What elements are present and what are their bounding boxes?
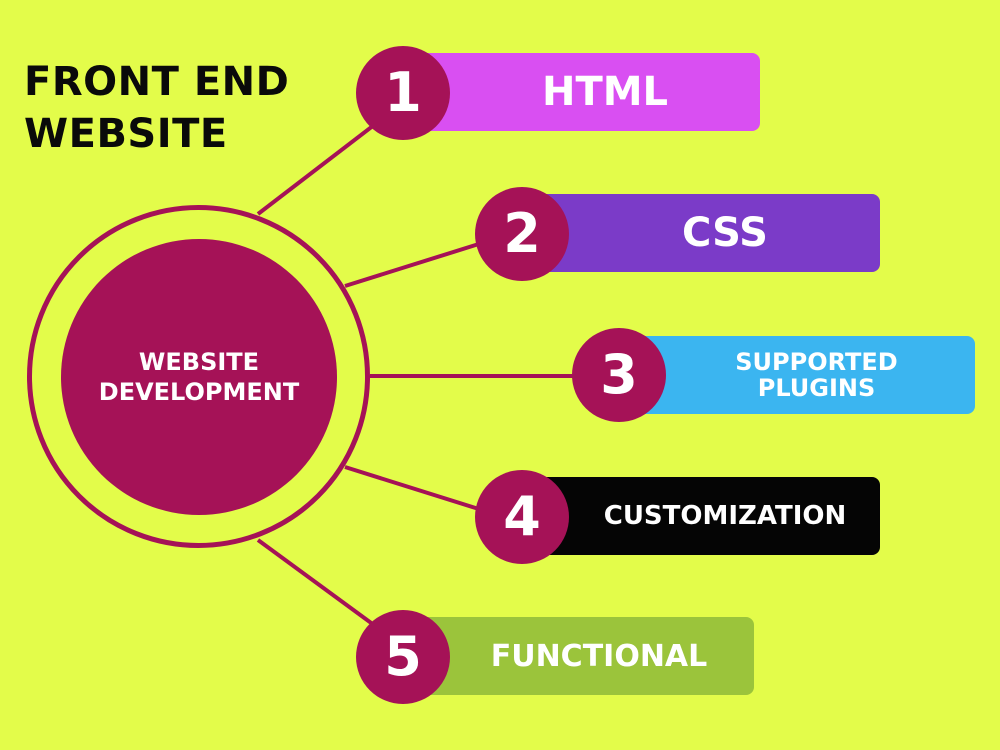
connector-line-4 <box>344 465 483 512</box>
hub-label-line-1: WEBSITE <box>138 348 260 376</box>
item-badge-1: 1 <box>356 46 450 140</box>
item-bar-4: CUSTOMIZATION <box>520 477 880 555</box>
item-badge-3: 3 <box>572 328 666 422</box>
item-number-5: 5 <box>384 625 422 688</box>
item-label-1: HTML <box>541 69 669 115</box>
item-number-3: 3 <box>600 343 638 406</box>
connector-line-2 <box>344 241 483 288</box>
item-badge-4: 4 <box>475 470 569 564</box>
page-title: FRONT END WEBSITE <box>24 56 344 160</box>
item-number-2: 2 <box>503 202 541 265</box>
item-bar-1: HTML <box>400 53 760 131</box>
item-bar-3: SUPPORTED PLUGINS <box>618 336 975 414</box>
item-badge-5: 5 <box>356 610 450 704</box>
hub-outer-ring <box>27 205 370 548</box>
item-badge-2: 2 <box>475 187 569 281</box>
title-line-2: WEBSITE <box>24 111 228 157</box>
item-label-3-line-2: PLUGINS <box>757 374 876 402</box>
connector-line-5 <box>256 538 380 630</box>
connector-line-1 <box>256 120 380 216</box>
item-label-4: CUSTOMIZATION <box>603 501 847 531</box>
item-label-2: CSS <box>682 210 768 256</box>
item-label-3: SUPPORTED PLUGINS <box>735 349 897 401</box>
item-bar-2: CSS <box>520 194 880 272</box>
hub-circle: WEBSITE DEVELOPMENT <box>61 239 337 515</box>
hub-label: WEBSITE DEVELOPMENT <box>79 347 319 407</box>
item-label-3-line-1: SUPPORTED <box>735 348 898 376</box>
hub-label-line-2: DEVELOPMENT <box>98 378 300 406</box>
item-number-1: 1 <box>384 61 422 124</box>
item-label-5: FUNCTIONAL <box>490 638 708 674</box>
title-line-1: FRONT END <box>24 59 290 105</box>
item-number-4: 4 <box>503 485 541 548</box>
item-bar-5: FUNCTIONAL <box>400 617 754 695</box>
